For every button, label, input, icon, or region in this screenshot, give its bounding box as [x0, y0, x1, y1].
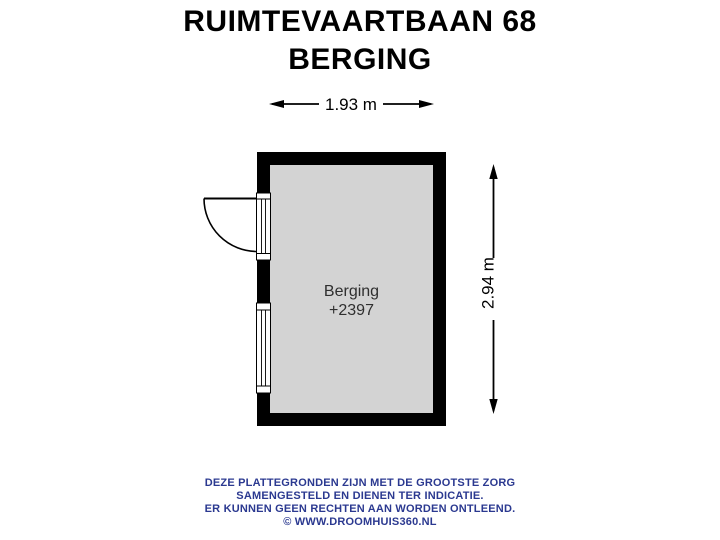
width-dimension-label-box [319, 93, 383, 115]
disclaimer-line: ER KUNNEN GEEN RECHTEN AAN WORDEN ONTLEE… [204, 503, 516, 515]
width-dimension-label: 1.93 m [325, 95, 377, 114]
arrow-up-icon [489, 164, 498, 179]
disclaimer-line: DEZE PLATTEGRONDEN ZIJN MET DE GROOTSTE … [204, 477, 516, 489]
room-floor [270, 165, 433, 413]
title-room-type: BERGING [288, 43, 432, 76]
window [256, 302, 271, 394]
room-level-label: +2397 [329, 302, 374, 319]
disclaimer-copyright: © WWW.DROOMHUIS360.NL [283, 516, 437, 528]
width-dimension: 1.93 m [269, 93, 434, 115]
arrow-right-icon [419, 100, 434, 108]
disclaimer-line: SAMENGESTELD EN DIENEN TER INDICATIE. [236, 490, 484, 502]
disclaimer: DEZE PLATTEGRONDEN ZIJN MET DE GROOTSTE … [0, 477, 720, 529]
arrow-left-icon [269, 100, 284, 108]
door-swing-arc [203, 198, 258, 253]
arrow-down-icon [489, 399, 498, 414]
room-name-label: Berging [324, 283, 379, 300]
height-dimension-label-box [482, 258, 505, 320]
title-address: RUIMTEVAARTBAAN 68 [183, 5, 537, 38]
height-dimension-label: 2.94 m [479, 257, 498, 309]
height-dimension: 2.94 m [479, 164, 505, 414]
page-title: RUIMTEVAARTBAAN 68 BERGING [0, 3, 720, 79]
door-opening [256, 192, 271, 261]
